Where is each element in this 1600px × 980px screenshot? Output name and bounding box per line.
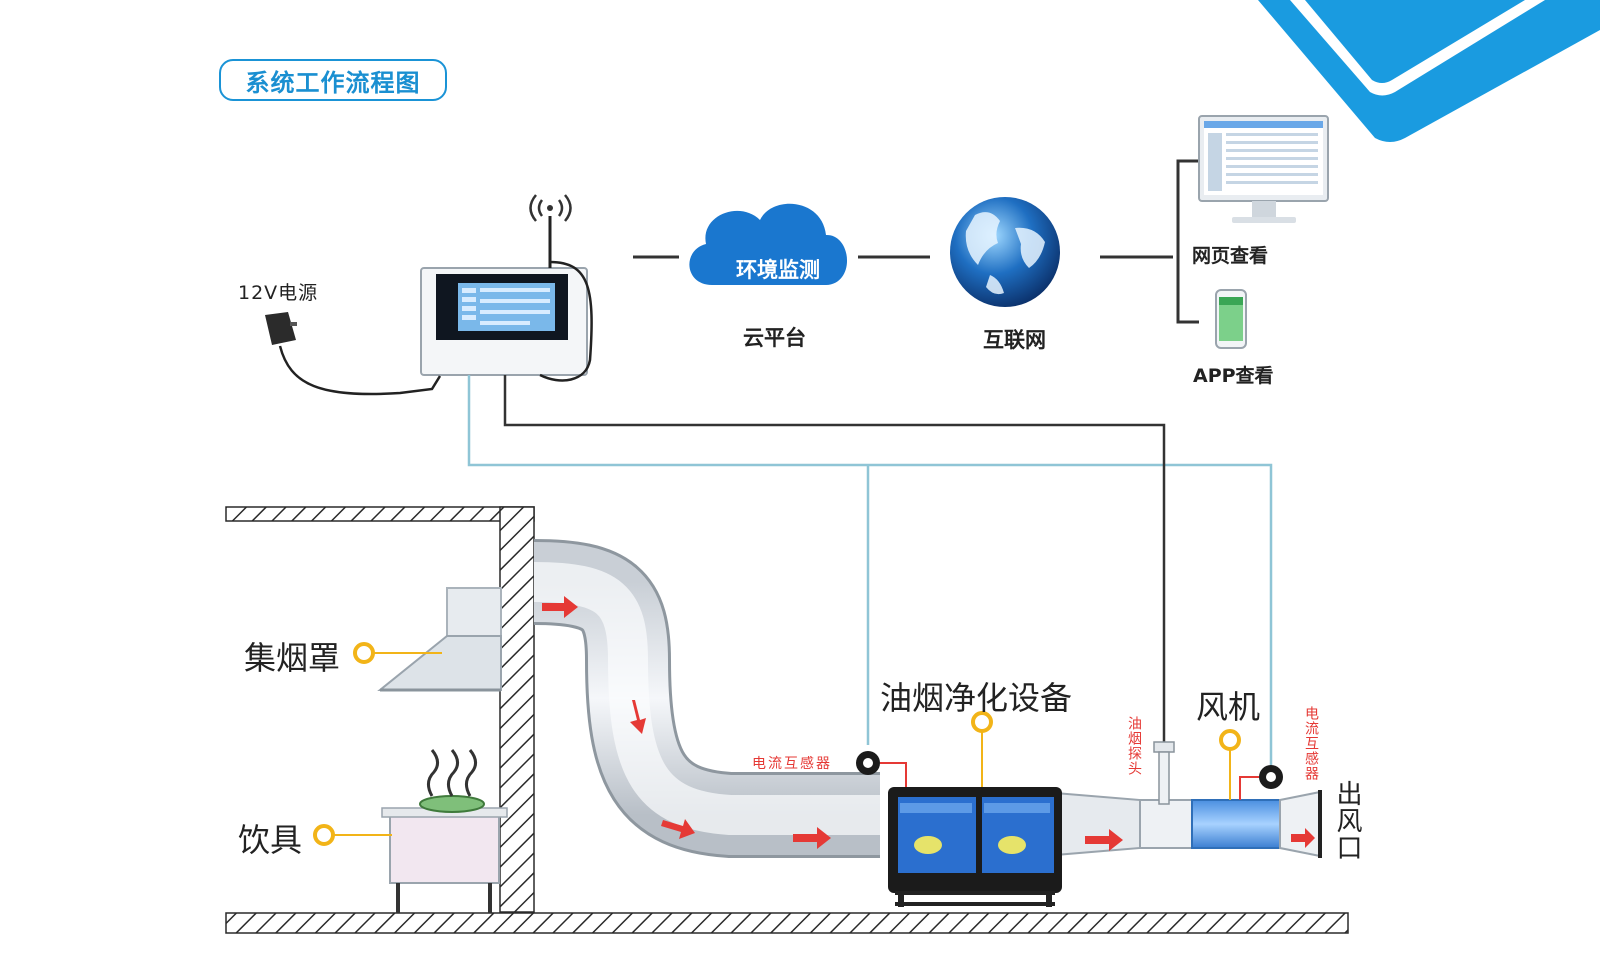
current-transformer-1 [856, 751, 907, 787]
building-structure [225, 506, 1349, 934]
page-title: 系统工作流程图 [219, 59, 447, 101]
internet-globe-icon [950, 197, 1060, 307]
power-adapter [265, 312, 442, 396]
smoke-hood [377, 587, 502, 692]
flow-arrows [542, 596, 1315, 851]
purifier-label: 油烟净化设备 [880, 679, 1073, 717]
exhaust-duct [533, 539, 1322, 858]
fan-label: 风机 [1196, 688, 1261, 726]
web-view-label: 网页查看 [1192, 245, 1269, 267]
power-label: 12V电源 [238, 282, 319, 304]
network-links [633, 159, 1199, 324]
app-view-label: APP查看 [1193, 365, 1274, 387]
cloud-platform-icon [689, 203, 848, 285]
current-sensor-1-label: 电流互感器 [752, 756, 832, 772]
internet-label: 互联网 [983, 328, 1046, 352]
oil-probe-label: 油烟探头 [1126, 716, 1142, 776]
cloud-inner-label: 环境监测 [736, 258, 820, 282]
purifier-unit [888, 787, 1062, 907]
current-sensor-2-label: 电流互感器 [1303, 706, 1319, 781]
monitor-device [420, 194, 588, 376]
oil-smoke-probe [1153, 741, 1175, 805]
desktop-monitor-icon [1198, 115, 1329, 223]
outlet-label: 出风口 [1332, 780, 1362, 861]
cloud-label: 云平台 [743, 326, 806, 350]
stove-label: 饮具 [238, 821, 303, 859]
phone-icon [1215, 289, 1247, 349]
hood-label: 集烟罩 [244, 639, 341, 677]
device-cable [539, 260, 593, 382]
label-markers [313, 642, 1241, 846]
stove [381, 749, 508, 913]
sensor-lines [467, 375, 1273, 765]
current-transformer-2 [1239, 765, 1283, 800]
